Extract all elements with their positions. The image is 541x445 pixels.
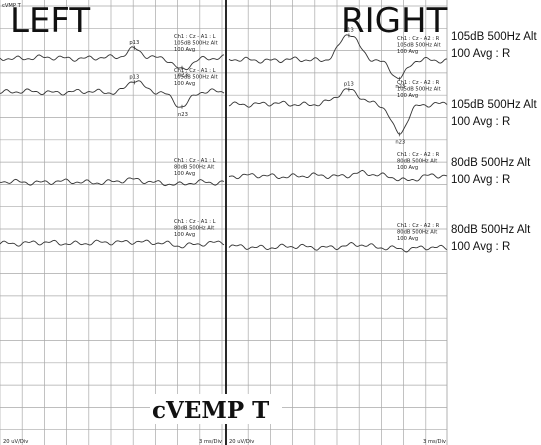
peak-label-p13: p13 (129, 74, 139, 80)
side-label: 80dB 500Hz Alt (451, 224, 531, 236)
trace-info: 80dB 500Hz Alt (174, 165, 214, 171)
side-label: 105dB 500Hz Alt (451, 99, 537, 111)
trace-info: 105dB 500Hz Alt (174, 75, 218, 81)
scale-right: 20 uV/Div (229, 439, 254, 445)
side-label: 100 Avg : R (451, 241, 510, 253)
trace-info: 105dB 500Hz Alt (397, 87, 441, 93)
side-label: 80dB 500Hz Alt (451, 157, 531, 169)
trace-info: Ch1 : Cz - A1 : L (174, 219, 216, 225)
right-label: RIGHT (341, 1, 448, 41)
left-label: LEFT (10, 1, 90, 41)
side-label: 105dB 500Hz Alt (451, 31, 537, 43)
trace-info: 100 Avg (397, 165, 418, 171)
trace-info: Ch1 : Cz - A1 : L (174, 68, 216, 74)
trace-info: 80dB 500Hz Alt (397, 159, 437, 165)
peak-label-n23: n23 (178, 73, 188, 79)
trace-info: Ch1 : Cz - A1 : L (174, 158, 216, 164)
title-backdrop (150, 394, 282, 424)
trace-info: Ch1 : Cz - A2 : R (397, 152, 440, 158)
peak-label-n23: n23 (395, 84, 405, 90)
waveform-right-1 (228, 34, 448, 80)
peak-label-n23: n23 (395, 139, 405, 145)
trace-info: 80dB 500Hz Alt (397, 230, 437, 236)
trace-info: 100 Avg (174, 81, 195, 87)
peak-label-p13: p13 (344, 81, 354, 87)
waveform-right-2 (228, 88, 448, 135)
trace-info: 105dB 500Hz Alt (397, 43, 441, 49)
waveform-left-3 (0, 177, 225, 187)
waveform-right-3 (228, 169, 448, 182)
trace-info: 100 Avg (397, 93, 418, 99)
trace-info: Ch1 : Cz - A2 : R (397, 36, 440, 42)
time-left: 3 ms/Div (199, 439, 222, 445)
peak-label-p13: p13 (344, 28, 354, 34)
trace-info: 100 Avg (397, 236, 418, 242)
waveform-right-4 (228, 242, 448, 253)
side-label: 100 Avg : R (451, 174, 510, 186)
side-labels: 105dB 500Hz Alt 100 Avg : R 105dB 500Hz Al… (451, 31, 537, 253)
waveform-left-4 (0, 239, 225, 249)
trace-info: 100 Avg (174, 171, 195, 177)
trace-info: 105dB 500Hz Alt (174, 41, 218, 47)
waveform-left-1 (0, 46, 225, 71)
trace-info: 100 Avg (174, 232, 195, 238)
scale-left: 20 uV/Div (3, 439, 28, 445)
waveform-left-2 (0, 80, 225, 108)
peak-label-n23: n23 (178, 112, 188, 118)
grid (0, 0, 448, 445)
trace-info: Ch1 : Cz - A2 : R (397, 80, 440, 86)
side-label: 100 Avg : R (451, 48, 510, 60)
peak-label-p13: p13 (129, 40, 139, 46)
chart-title: cVEMP T (152, 397, 269, 424)
side-label: 100 Avg : R (451, 116, 510, 128)
trace-info: Ch1 : Cz - A1 : L (174, 34, 216, 40)
trace-info: 80dB 500Hz Alt (174, 226, 214, 232)
trace-info: 100 Avg (397, 49, 418, 55)
corner-label: cVMP T (2, 3, 22, 9)
trace-info: Ch1 : Cz - A2 : R (397, 223, 440, 229)
time-right: 3 ms/Div (423, 439, 446, 445)
trace-info: 100 Avg (174, 47, 195, 53)
